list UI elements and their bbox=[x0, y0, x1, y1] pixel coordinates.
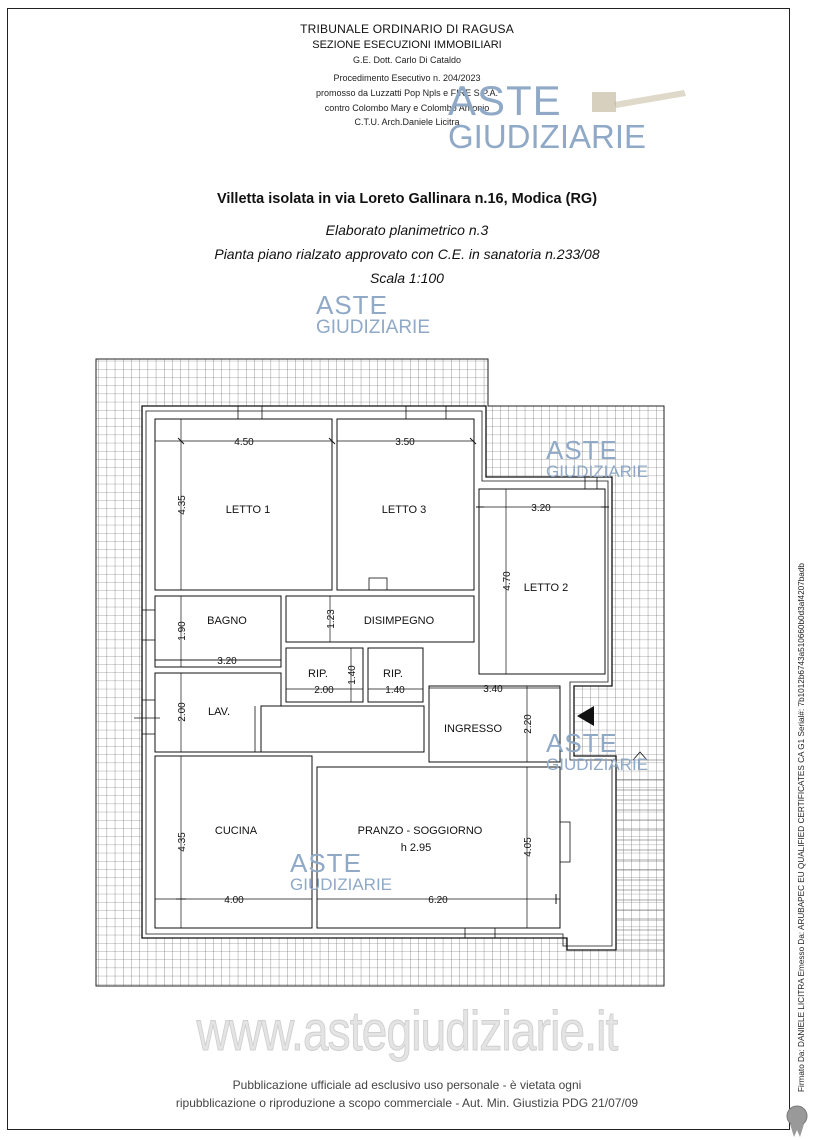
dim-letto2-w: 3.20 bbox=[531, 503, 551, 514]
dim-ingresso-w: 3.40 bbox=[483, 684, 503, 695]
footer-line-1: Pubblicazione ufficiale ad esclusivo uso… bbox=[232, 1078, 582, 1092]
seal-icon bbox=[786, 1105, 808, 1137]
label-disimpegno: DISIMPEGNO bbox=[364, 615, 435, 627]
dim-lav-h: 2.00 bbox=[177, 702, 188, 722]
room-rip2 bbox=[367, 647, 424, 703]
court-section: SEZIONE ESECUZIONI IMMOBILIARI bbox=[312, 39, 502, 51]
room-rip1 bbox=[285, 647, 364, 703]
label-rip1: RIP. bbox=[308, 668, 328, 680]
dim-rip-h: 1.40 bbox=[347, 665, 358, 685]
room-letto3 bbox=[336, 418, 475, 591]
footer-line-2: ripubblicazione o riproduzione a scopo c… bbox=[175, 1096, 639, 1110]
label-letto1: LETTO 1 bbox=[226, 504, 270, 516]
judge-name: G.E. Dott. Carlo Di Cataldo bbox=[352, 55, 462, 65]
label-letto3: LETTO 3 bbox=[382, 504, 426, 516]
dim-cucina-w: 4.00 bbox=[224, 895, 244, 906]
procedure-number: Procedimento Esecutivo n. 204/2023 bbox=[333, 73, 481, 83]
dim-letto2-h: 4.70 bbox=[502, 571, 513, 591]
dim-letto3-w: 3.50 bbox=[395, 437, 415, 448]
subtitle-elaborato: Elaborato planimetrico n.3 bbox=[325, 222, 489, 238]
room-letto1 bbox=[154, 418, 333, 591]
room-bagno bbox=[154, 595, 282, 668]
room-lav bbox=[154, 672, 282, 753]
subtitle-pianta: Pianta piano rialzato approvato con C.E.… bbox=[214, 246, 600, 262]
site-watermark: www.astegiudiziarie.it bbox=[196, 999, 619, 1063]
label-bagno: BAGNO bbox=[207, 615, 247, 627]
dim-cucina-h: 4.35 bbox=[177, 832, 188, 852]
dim-ingresso-h: 2.20 bbox=[523, 714, 534, 734]
room-letto2 bbox=[478, 488, 606, 675]
court-name: TRIBUNALE ORDINARIO DI RAGUSA bbox=[300, 22, 514, 36]
dim-letto1-h: 4.35 bbox=[177, 495, 188, 515]
label-ingresso: INGRESSO bbox=[444, 723, 503, 735]
label-cucina: CUCINA bbox=[215, 825, 258, 837]
dim-bagno-h: 1.90 bbox=[177, 621, 188, 641]
page-border bbox=[7, 8, 790, 1130]
against-parties: contro Colombo Mary e Colombo Antonio bbox=[324, 103, 490, 113]
dim-pranzo-h: 4.05 bbox=[523, 837, 534, 857]
dim-rip2-w: 1.40 bbox=[385, 685, 405, 696]
stair-arrow-icon bbox=[632, 751, 648, 761]
dim-bagno-w: 3.20 bbox=[217, 656, 237, 667]
digital-signature: Firmato Da: DANIELE LICITRA Emesso Da: A… bbox=[797, 563, 806, 1092]
promoted-by: promosso da Luzzatti Pop Npls e FIRE S.P… bbox=[316, 88, 498, 98]
label-pranzo: PRANZO - SOGGIORNO bbox=[358, 825, 483, 837]
room-pranzo bbox=[316, 766, 561, 929]
room-ingresso bbox=[428, 685, 561, 763]
label-height: h 2.95 bbox=[401, 842, 432, 854]
room-corridor bbox=[260, 705, 425, 753]
document-title: Villetta isolata in via Loreto Gallinara… bbox=[216, 191, 598, 207]
dim-pranzo-w: 6.20 bbox=[428, 895, 448, 906]
dim-letto1-w: 4.50 bbox=[234, 437, 254, 448]
room-disimpegno bbox=[285, 595, 475, 643]
scale-label: Scala 1:100 bbox=[370, 270, 444, 286]
dim-rip1-w: 2.00 bbox=[314, 685, 334, 696]
label-lav: LAV. bbox=[208, 706, 230, 718]
label-rip2: RIP. bbox=[383, 668, 403, 680]
dim-disimp-h: 1.23 bbox=[326, 609, 337, 629]
label-letto2: LETTO 2 bbox=[524, 582, 568, 594]
ctu-name: C.T.U. Arch.Daniele Licitra bbox=[354, 117, 460, 127]
entrance-arrow-icon bbox=[577, 706, 594, 726]
